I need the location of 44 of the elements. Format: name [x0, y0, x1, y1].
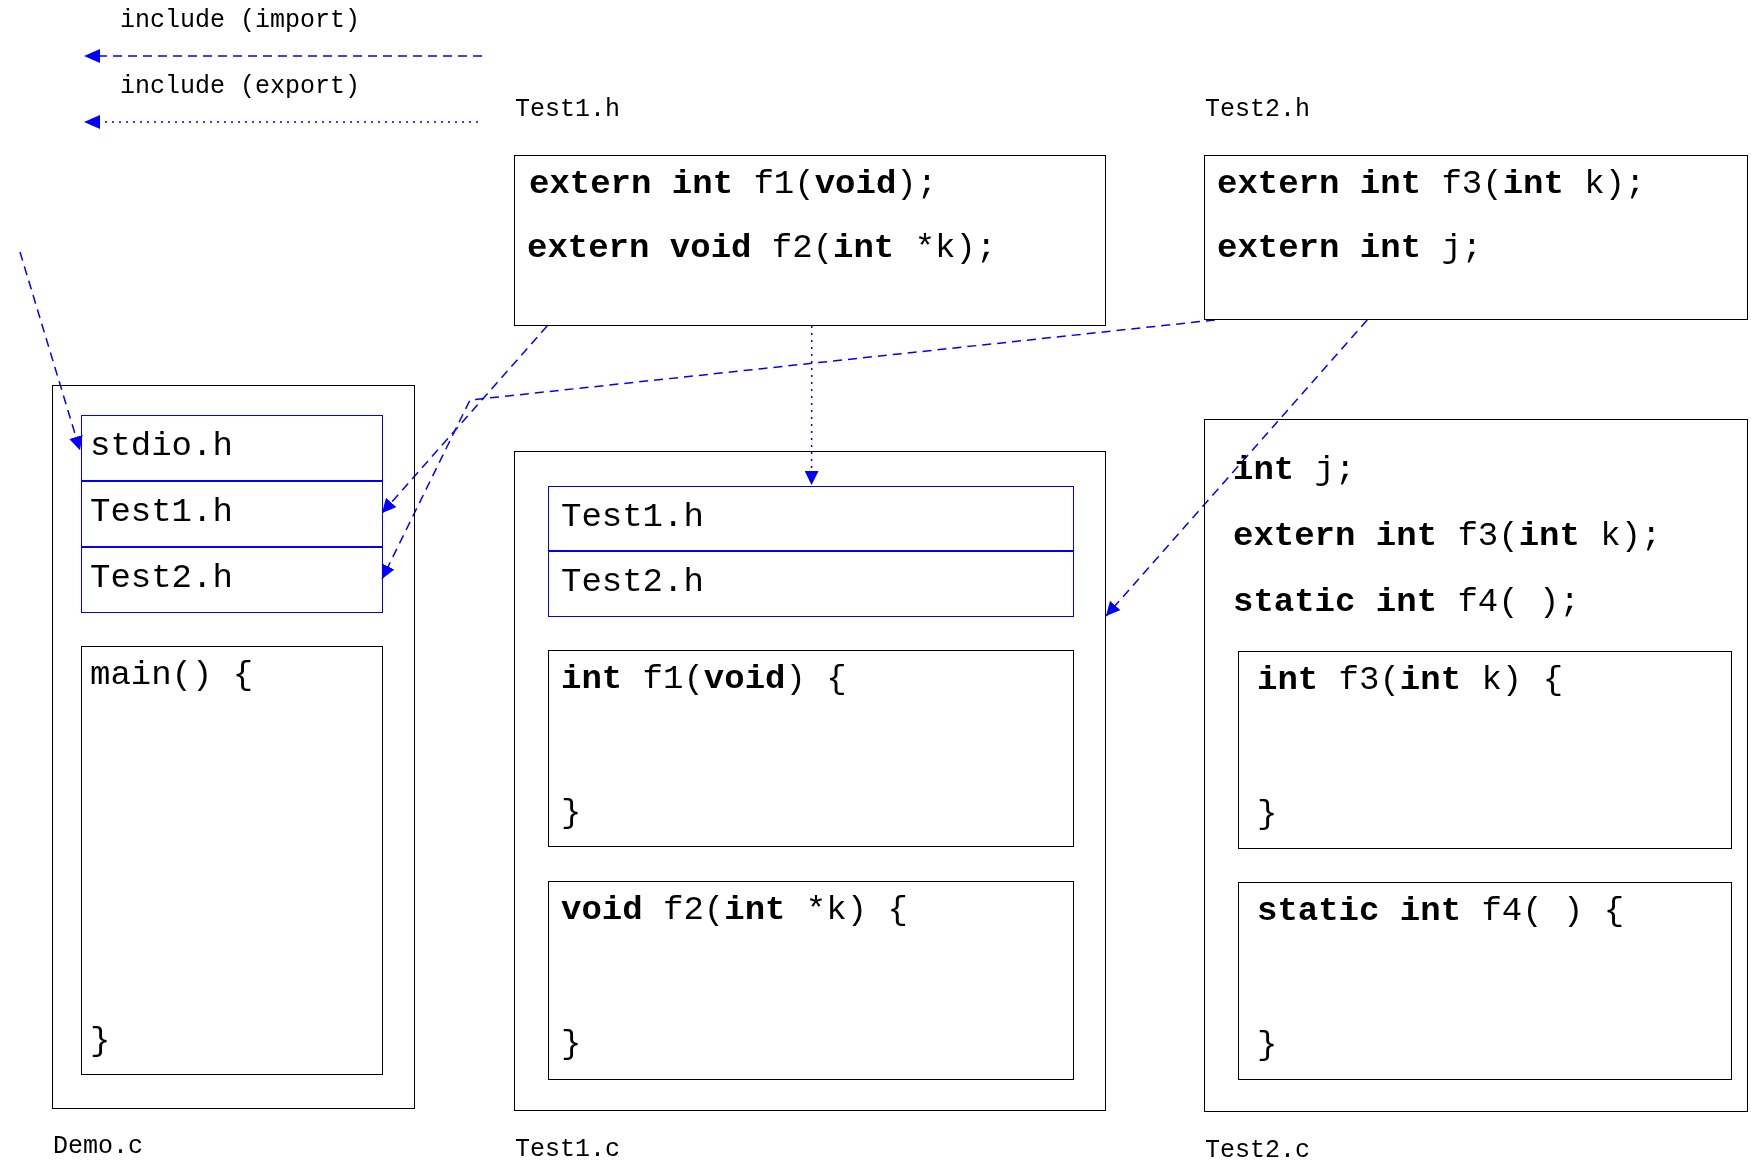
file-name: Test2.h: [1205, 94, 1311, 126]
code-line: int f1(void) {: [561, 659, 847, 700]
file-name: Test2.c: [1205, 1135, 1311, 1167]
arrow: [804, 325, 819, 486]
code-line: }: [1257, 1025, 1278, 1066]
code-line: Test1.h: [561, 497, 704, 538]
code-line: }: [1257, 794, 1278, 835]
code-line: stdio.h: [90, 426, 233, 467]
code-block: [548, 551, 1074, 617]
code-line: Test2.h: [90, 558, 233, 599]
code-block: [548, 650, 1074, 847]
arrow: [381, 319, 1216, 580]
code-line: }: [561, 793, 582, 834]
code-line: }: [561, 1024, 582, 1065]
code-block: [548, 486, 1074, 551]
legend-label: include (export): [120, 72, 361, 101]
code-block: [1238, 882, 1732, 1080]
code-line: }: [90, 1021, 111, 1062]
code-block: [548, 881, 1074, 1080]
arrow: [381, 325, 548, 514]
code-line: int j;: [1233, 450, 1356, 491]
code-line: extern int f3(int k);: [1233, 516, 1662, 557]
code-block: [81, 646, 383, 1075]
legend-label: include (import): [120, 6, 361, 35]
code-line: static int f4( ) {: [1257, 891, 1625, 932]
arrow: [19, 251, 83, 452]
code-line: extern int f1(void);: [529, 164, 938, 205]
arrow: [1105, 319, 1368, 617]
code-line: extern int j;: [1217, 228, 1483, 269]
file-name: Test1.c: [515, 1134, 621, 1166]
code-block: [1238, 651, 1732, 849]
code-line: Test2.h: [561, 562, 704, 603]
code-line: void f2(int *k) {: [561, 890, 908, 931]
file-name: Demo.c: [53, 1131, 143, 1163]
code-line: static int f4( );: [1233, 582, 1580, 623]
code-line: Test1.h: [90, 492, 233, 533]
code-line: extern void f2(int *k);: [527, 228, 997, 269]
code-line: extern int f3(int k);: [1217, 164, 1646, 205]
code-block: [81, 547, 383, 613]
file-name: Test1.h: [515, 94, 621, 126]
code-line: int f3(int k) {: [1257, 660, 1564, 701]
code-block: [81, 415, 383, 481]
code-line: main() {: [90, 655, 254, 696]
code-block: [81, 481, 383, 547]
